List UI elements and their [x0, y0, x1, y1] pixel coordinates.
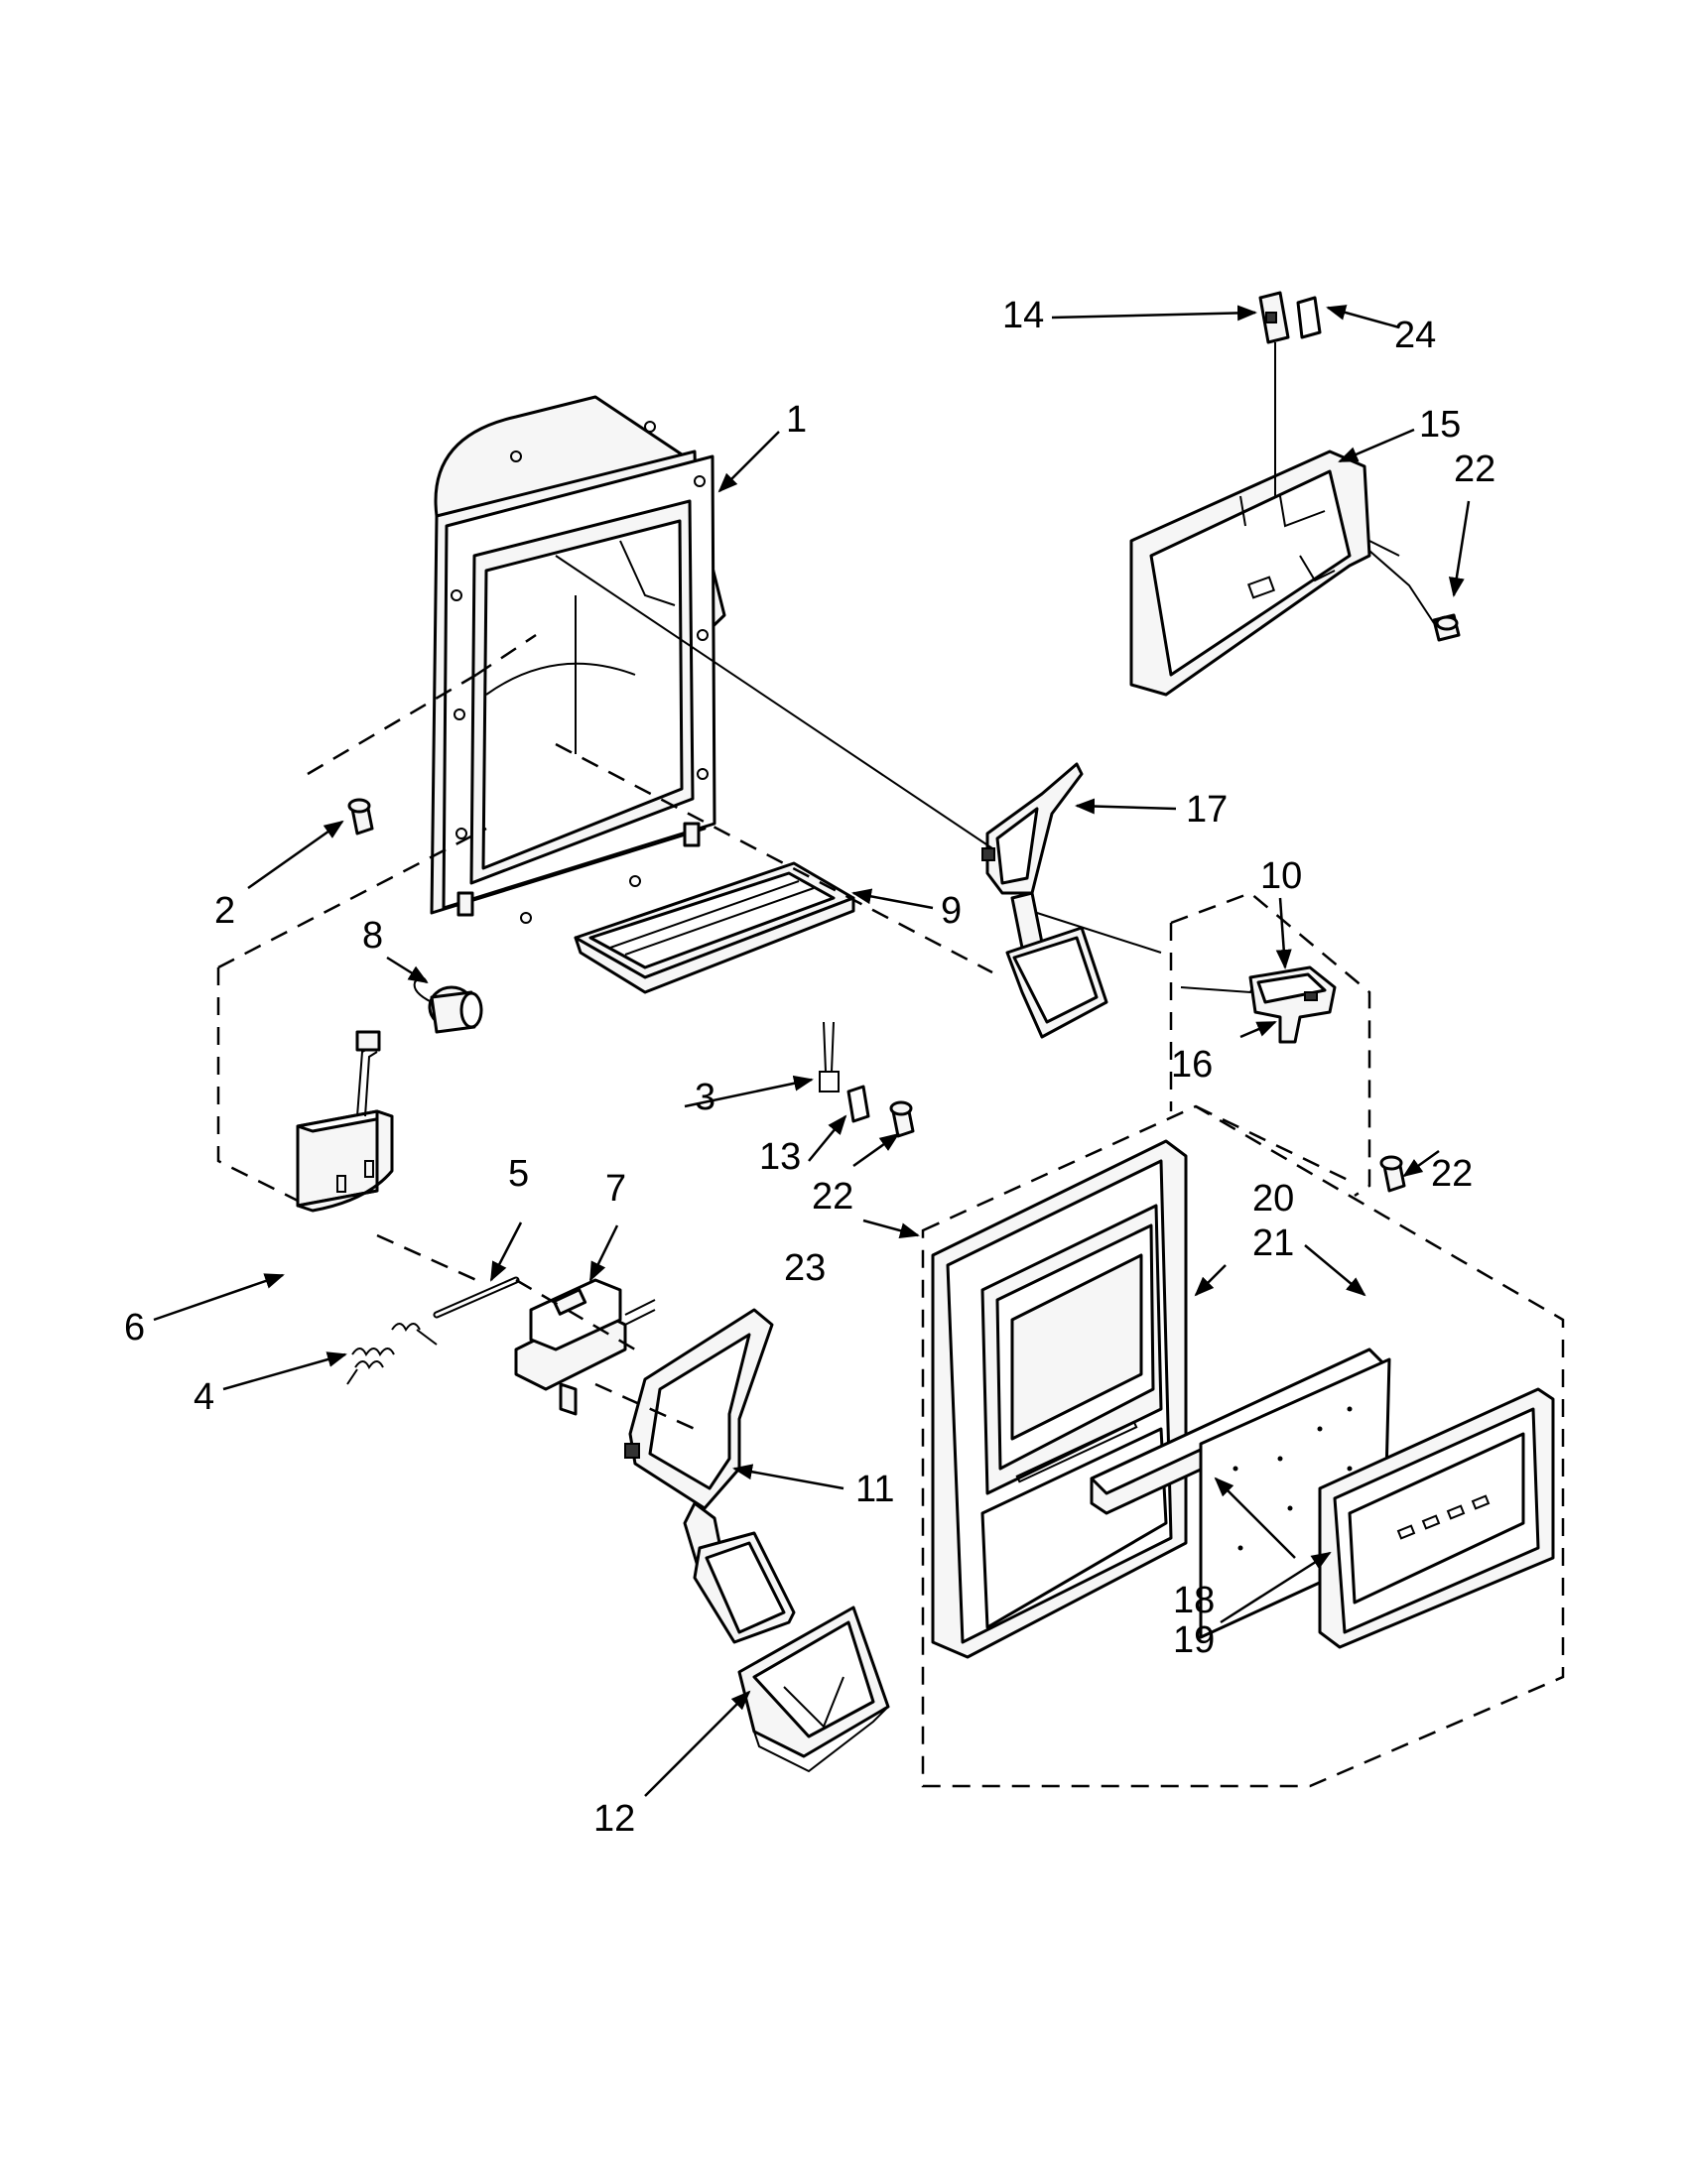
callout-labels: 1 2 3 4 5 6 7 8 9 10 11 12 13 14 15 16 1…: [124, 295, 1495, 1840]
callout-6: 6: [124, 1307, 145, 1349]
part-9-drip-tray: [574, 861, 855, 994]
part-12-ice-chute: [737, 1606, 890, 1773]
part-19-control-overlay: [1318, 1387, 1555, 1649]
callout-9: 9: [941, 890, 962, 932]
callout-22-right: 22: [1431, 1153, 1473, 1195]
part-13-clip: [846, 1085, 870, 1123]
callout-17: 17: [1186, 789, 1228, 831]
callout-11: 11: [855, 1469, 894, 1510]
callout-18: 18: [1173, 1580, 1215, 1621]
part-15-upper-bracket: [1129, 450, 1400, 697]
part-11-ice-paddle-arm: [624, 1308, 796, 1644]
callout-7: 7: [605, 1168, 626, 1210]
part-22-screw-c: [1432, 613, 1461, 642]
leader-arrows: [153, 305, 1471, 1797]
callout-21: 21: [1252, 1222, 1294, 1264]
part-23-dispenser-front-frame: [931, 1139, 1188, 1659]
part-24-insulator-plate: [1296, 296, 1322, 339]
callout-24: 24: [1394, 315, 1436, 356]
part-2-screw: [347, 798, 374, 835]
callout-3: 3: [695, 1077, 715, 1118]
callout-1: 1: [786, 399, 807, 441]
part-6-control-box: [296, 1030, 394, 1213]
callout-2: 2: [214, 890, 235, 932]
callout-22-center: 22: [812, 1176, 853, 1218]
part-4-springs: [346, 1323, 438, 1385]
callout-16: 16: [1171, 1044, 1213, 1086]
part-17-water-paddle-arm: [981, 762, 1108, 1039]
part-14-micro-switch: [1258, 291, 1290, 496]
part-22-screw-a: [889, 1100, 915, 1138]
part-7-actuator-block: [514, 1278, 656, 1416]
callout-13: 13: [759, 1136, 801, 1178]
callout-12: 12: [593, 1798, 635, 1840]
part-5-pin: [433, 1276, 520, 1319]
callout-4: 4: [194, 1376, 214, 1418]
callout-19: 19: [1173, 1619, 1215, 1661]
callout-23: 23: [784, 1247, 826, 1289]
part-1-dispenser-housing: [430, 395, 726, 924]
callout-8: 8: [362, 915, 383, 957]
callout-5: 5: [508, 1153, 529, 1195]
callout-14: 14: [1002, 295, 1044, 336]
part-3-clip: [819, 1021, 840, 1092]
callout-15: 15: [1419, 404, 1461, 446]
callout-10: 10: [1260, 855, 1302, 897]
part-22-screw-b: [1379, 1155, 1406, 1193]
callout-22-bracket: 22: [1454, 449, 1495, 490]
callout-20: 20: [1252, 1178, 1294, 1220]
assembly-solid-lines: [555, 550, 1435, 954]
part-8-solenoid: [413, 976, 483, 1034]
part-16-lever-bracket: [1180, 965, 1337, 1044]
assembly-dashed-lines: [216, 633, 1565, 1788]
